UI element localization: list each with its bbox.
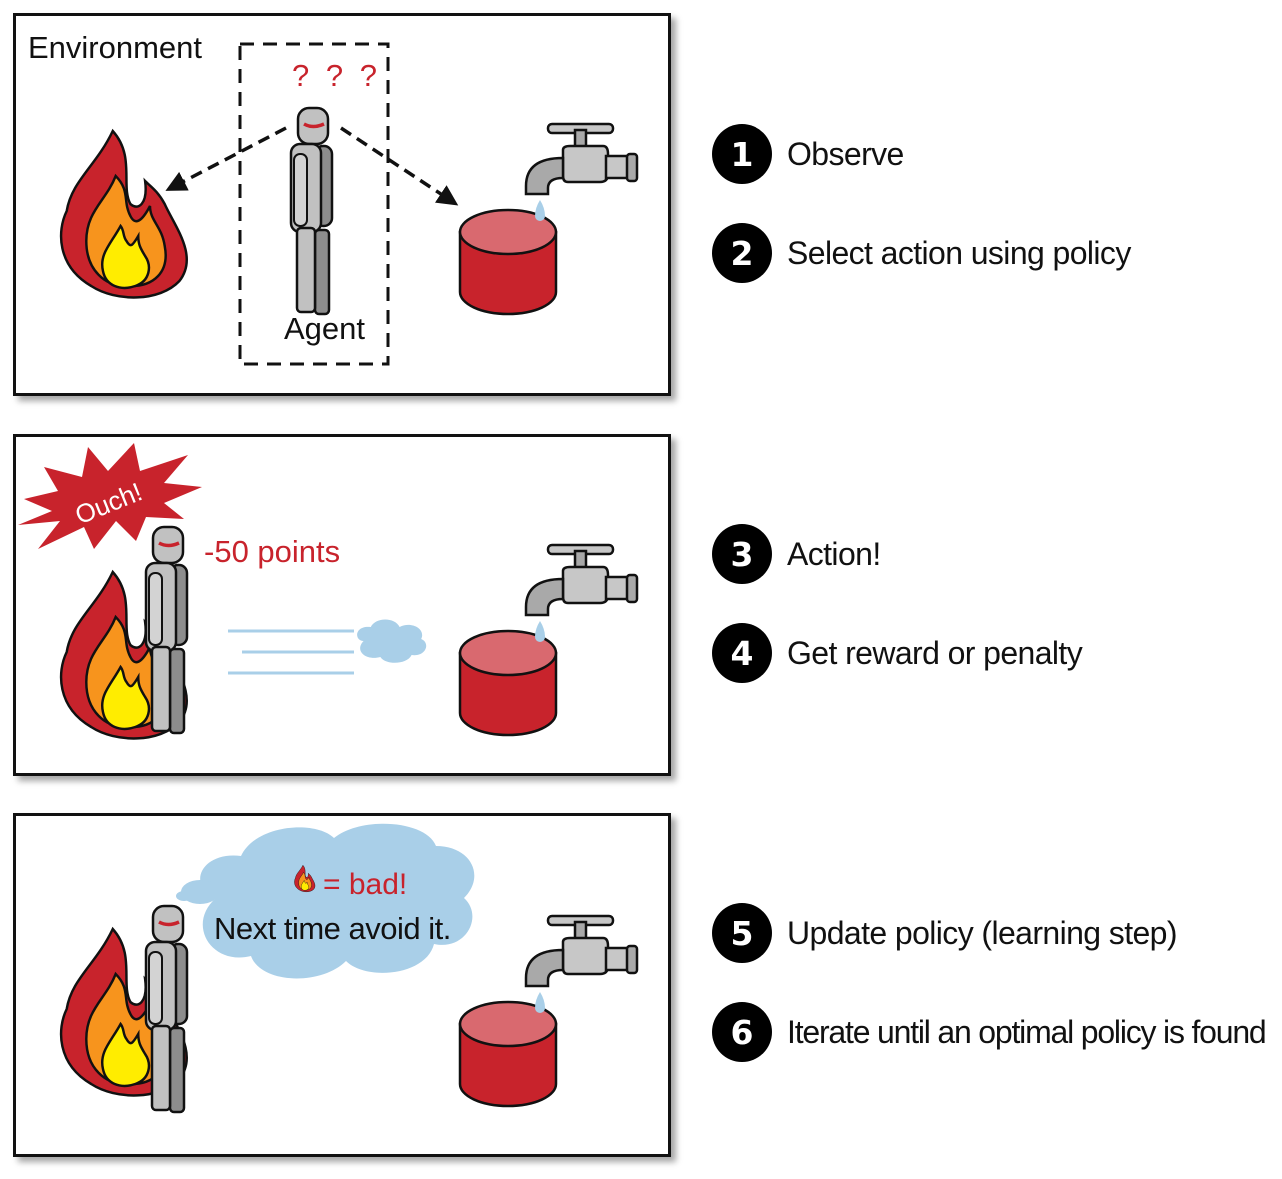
ouch-burst-icon: Ouch! <box>18 443 202 549</box>
step-label: Observe <box>787 135 904 172</box>
step-4: 4 Get reward or penalty <box>712 623 1083 683</box>
step-label: Get reward or penalty <box>787 634 1083 671</box>
step-number-badge: 6 <box>712 1002 772 1062</box>
panel3-illustration <box>59 823 639 1114</box>
panel1-illustration <box>59 42 639 366</box>
agent-label: Agent <box>284 311 366 346</box>
panel-action: Ouch! -50 points <box>13 434 671 776</box>
water-splash-lines <box>228 629 354 675</box>
step-number-badge: 1 <box>712 124 772 184</box>
water-splash-cloud-icon <box>357 619 427 663</box>
water-bucket-icon <box>458 1000 558 1108</box>
step-label: Action! <box>787 535 881 572</box>
arrow-to-fire <box>165 126 287 191</box>
panel-learn: = bad! Next time avoid it. <box>13 813 671 1157</box>
question-marks: ? ? ? <box>292 58 381 93</box>
step-5: 5 Update policy (learning step) <box>712 903 1178 963</box>
robot-agent-icon <box>144 904 189 1114</box>
arrow-to-water <box>340 126 459 206</box>
water-tap-icon <box>524 543 639 644</box>
panel2-illustration: Ouch! <box>18 443 639 740</box>
panel-observe: Environment ? ? ? Agent <box>13 13 671 396</box>
thought-next: Next time avoid it. <box>214 911 451 946</box>
step-label: Iterate until an optimal policy is found <box>787 1013 1267 1050</box>
water-bucket-icon <box>458 208 558 316</box>
step-3: 3 Action! <box>712 524 881 584</box>
thought-bad: = bad! <box>323 868 408 901</box>
water-tap-icon <box>524 122 639 223</box>
environment-label: Environment <box>28 30 203 65</box>
step-label: Select action using policy <box>787 234 1131 271</box>
points-penalty: -50 points <box>204 534 341 569</box>
water-bucket-icon <box>458 629 558 737</box>
thought-cloud-icon <box>176 823 475 979</box>
step-number-badge: 4 <box>712 623 772 683</box>
water-tap-icon <box>524 914 639 1015</box>
step-6: 6 Iterate until an optimal policy is fou… <box>712 1002 1267 1062</box>
step-number-badge: 3 <box>712 524 772 584</box>
step-label: Update policy (learning step) <box>787 914 1178 951</box>
fire-icon <box>59 129 189 299</box>
step-number-badge: 5 <box>712 903 772 963</box>
agent-boundary <box>238 42 390 366</box>
step-2: 2 Select action using policy <box>712 223 1131 283</box>
step-number-badge: 2 <box>712 223 772 283</box>
step-1: 1 Observe <box>712 124 904 184</box>
robot-agent-icon <box>144 525 189 735</box>
robot-agent-icon <box>289 106 334 316</box>
